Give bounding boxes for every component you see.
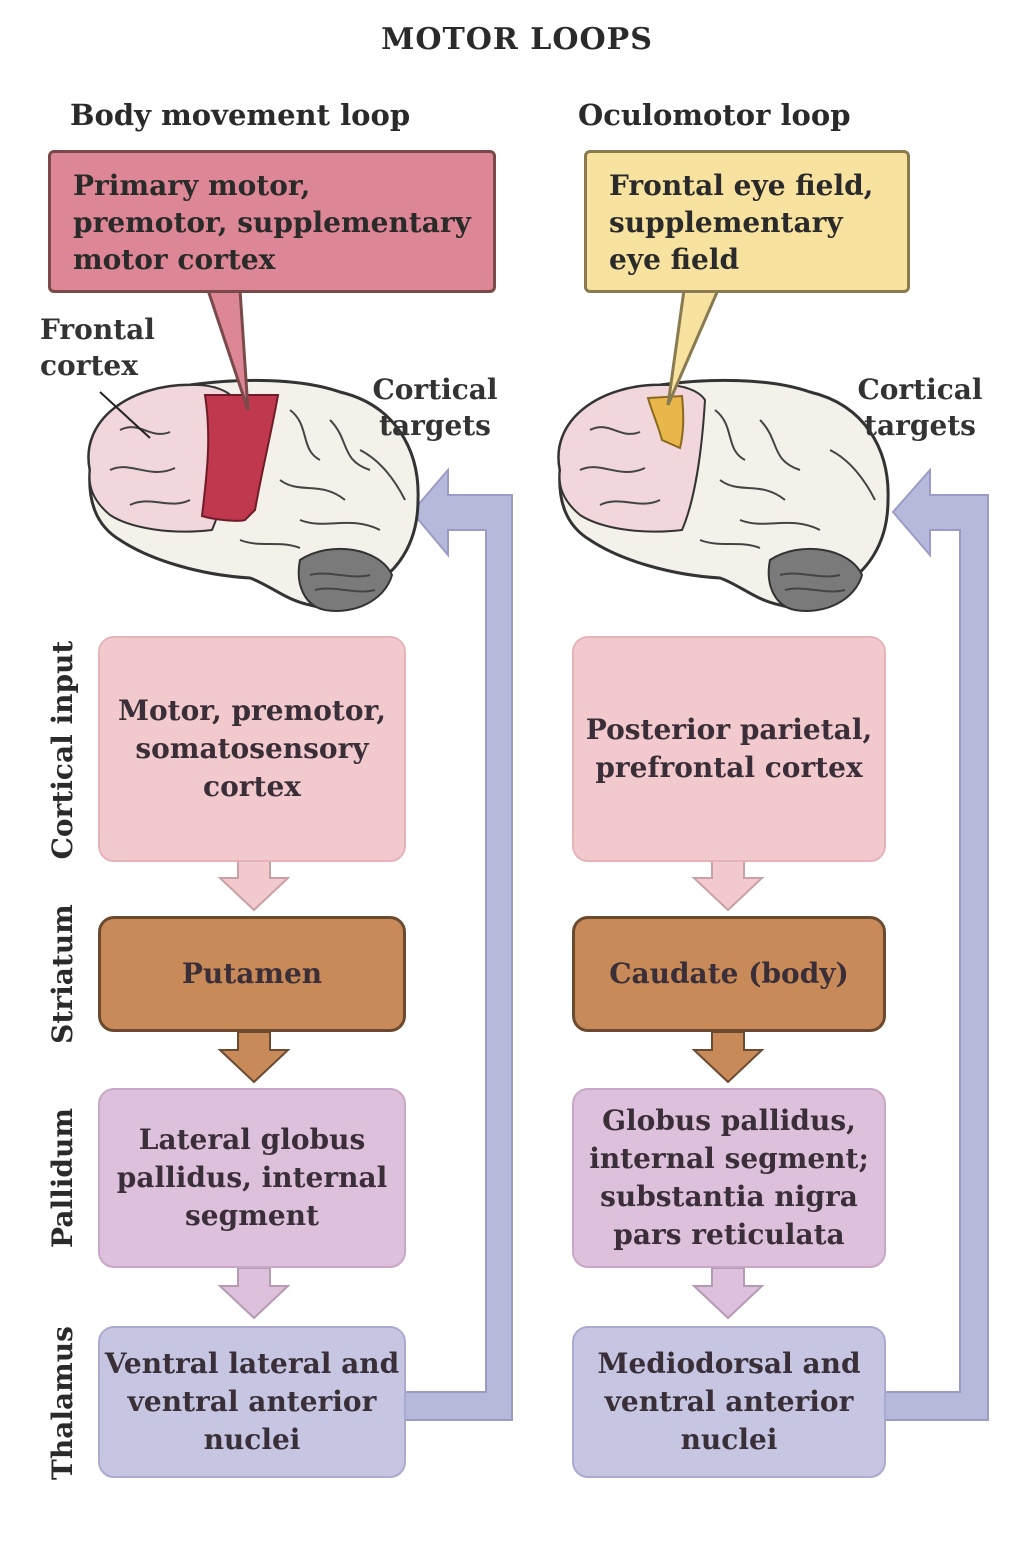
cortical-targets-label-right: Cortical targets (857, 373, 983, 442)
cortical-targets-label-left: Cortical targets (372, 373, 498, 442)
box-body-cortical-input: Motor, premotor, somatosensory cortex (98, 636, 406, 862)
callout-oculomotor-loop: Frontal eye field, supplementary eye fie… (584, 150, 910, 293)
box-body-pallidum: Lateral globus pallidus, internal segmen… (98, 1088, 406, 1268)
down-arrow-pallidum-to-thalamus-left (217, 1267, 291, 1320)
down-arrow-input-to-striatum-left (217, 859, 291, 912)
box-body-thalamus: Ventral lateral and ventral anterior nuc… (98, 1326, 406, 1478)
callout-body-loop: Primary motor, premotor, supplementary m… (48, 150, 496, 293)
figure-title: MOTOR LOOPS (381, 22, 653, 57)
body-loop-title: Body movement loop (70, 98, 411, 132)
box-oculomotor-pallidum: Globus pallidus, internal segment; subst… (572, 1088, 886, 1268)
brain-right-illustration (557, 378, 890, 612)
diagram-graphics (87, 288, 989, 1421)
down-arrow-input-to-striatum-right (691, 859, 765, 912)
box-oculomotor-cortical-input: Posterior parietal, prefrontal cortex (572, 636, 886, 862)
down-arrow-striatum-to-pallidum-left (217, 1031, 291, 1084)
down-arrow-pallidum-to-thalamus-right (691, 1267, 765, 1320)
return-arrow-oculomotor-loop (884, 467, 989, 1421)
side-label-thalamus: Thalamus (46, 1326, 79, 1480)
box-body-striatum: Putamen (98, 916, 406, 1032)
box-oculomotor-thalamus: Mediodorsal and ventral anterior nuclei (572, 1326, 886, 1478)
brain-left-illustration (87, 378, 420, 612)
box-oculomotor-striatum: Caudate (body) (572, 916, 886, 1032)
oculomotor-loop-title: Oculomotor loop (578, 98, 851, 132)
return-arrow-body-loop (404, 467, 513, 1421)
frontal-cortex-label: Frontal cortex (40, 313, 155, 382)
down-arrow-striatum-to-pallidum-right (691, 1031, 765, 1084)
